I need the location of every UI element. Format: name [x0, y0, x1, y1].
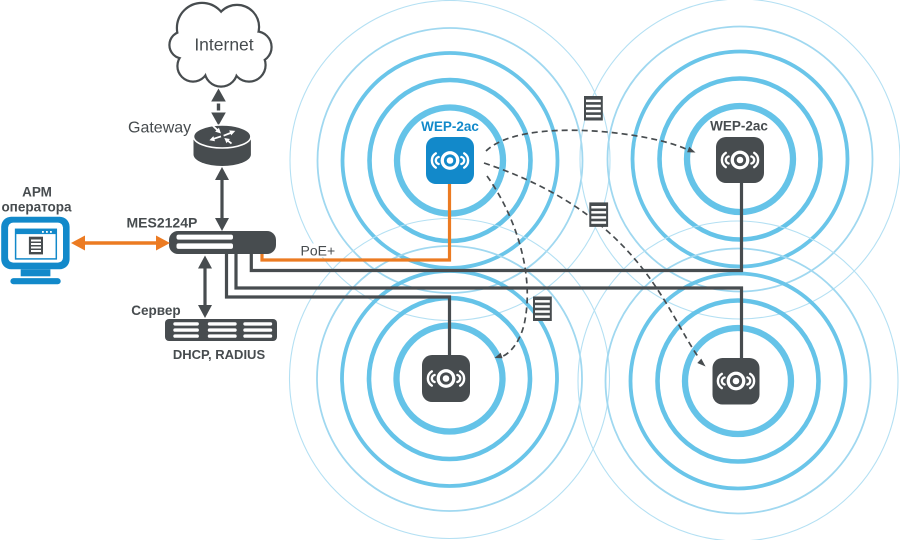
svg-text:Сервер: Сервер [131, 303, 180, 318]
svg-text:WEP-2ac: WEP-2ac [710, 119, 768, 134]
svg-text:WEP-2ac: WEP-2ac [421, 119, 479, 134]
svg-text:MES2124P: MES2124P [127, 215, 198, 231]
svg-text:Internet: Internet [194, 35, 253, 55]
svg-text:Gateway: Gateway [128, 120, 191, 137]
svg-text:DHCP, RADIUS: DHCP, RADIUS [173, 347, 266, 362]
svg-text:PoE+: PoE+ [301, 243, 336, 259]
svg-text:оператора: оператора [1, 200, 72, 215]
svg-text:АРМ: АРМ [22, 185, 52, 200]
